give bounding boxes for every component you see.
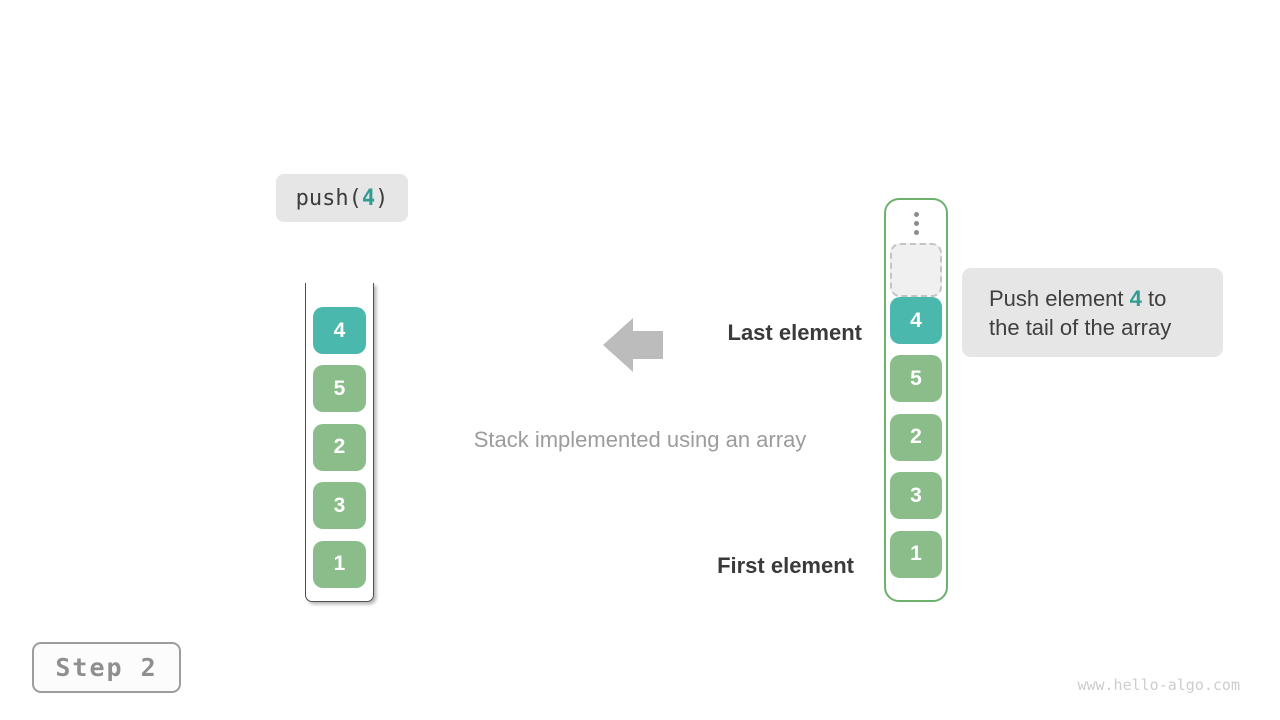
step-badge: Step 2: [32, 642, 181, 693]
array-item: 5: [890, 355, 942, 403]
ellipsis-icon: [913, 212, 919, 235]
dot: [913, 230, 919, 235]
push-callout: Push element 4 to the tail of the array: [962, 268, 1223, 357]
callout-value: 4: [1129, 285, 1142, 311]
array-item: 1: [890, 530, 942, 578]
stack-container: 4 5 2 3 1: [305, 283, 374, 602]
callout-text: to: [1141, 285, 1167, 311]
stack-item: 4: [313, 307, 366, 354]
stack-item: 2: [313, 423, 366, 471]
first-element-label: First element: [717, 553, 854, 578]
push-value: 4: [361, 185, 376, 211]
callout-text: Push element: [989, 285, 1130, 311]
empty-slot: [890, 243, 942, 297]
push-operation-chip: push(4): [276, 174, 408, 222]
callout-line-1: Push element 4 to: [989, 284, 1223, 313]
stack-caption: Stack implemented using an array: [473, 427, 807, 452]
stack-item: 5: [313, 365, 366, 413]
callout-line-2: the tail of the array: [989, 314, 1172, 340]
dot: [913, 212, 919, 217]
array-item: 2: [890, 413, 942, 461]
push-prefix: push(: [295, 185, 362, 211]
array-container: 4 5 2 3 1: [884, 198, 948, 602]
array-item: 4: [890, 297, 942, 344]
stack-item: 1: [313, 540, 366, 588]
push-suffix: ): [375, 185, 389, 211]
stack-item: 3: [313, 482, 366, 530]
last-element-label: Last element: [727, 320, 863, 345]
dot: [913, 221, 919, 226]
array-item: 3: [890, 472, 942, 520]
arrow-left-icon: [603, 318, 663, 372]
watermark: www.hello-algo.com: [1077, 676, 1240, 694]
